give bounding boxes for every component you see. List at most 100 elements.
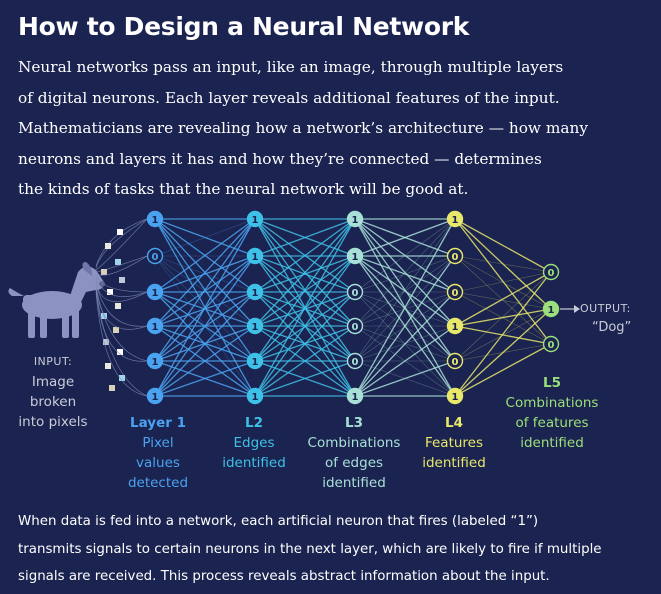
pixel-squares [95,218,148,397]
neuron-value: 0 [152,252,159,263]
neuron-circle [246,352,264,370]
input-desc-line: Image [31,374,75,390]
neuron-node: 1 [146,352,164,370]
neuron-value: 0 [352,322,359,333]
output-arrow [560,305,580,313]
neuron-value: 1 [352,215,359,226]
layer-desc-line: identified [422,455,486,471]
connection-line [154,218,256,327]
connection-line [254,255,356,397]
neuron-node: 0 [346,317,364,335]
neuron-circle [146,387,164,405]
connection-line [454,271,552,327]
pixel-square [105,363,111,369]
pixel-path [95,275,148,293]
pixel-square [101,269,107,275]
connection-line [354,255,456,327]
neuron-node: 1 [146,210,164,228]
neuron-value: 0 [352,357,359,368]
connection-line [354,218,456,362]
neuron-node: 0 [146,247,164,265]
neuron-circle [446,247,464,265]
connection-line [254,291,356,397]
neuron-value: 1 [152,215,159,226]
connection-line [354,291,456,327]
connection-line [454,218,552,273]
neuron-node: 1 [446,317,464,335]
connection-line [254,255,356,293]
neuron-circle [146,283,164,301]
connection-line [354,255,456,397]
neuron-circle [446,317,464,335]
neuron-value: 1 [152,392,159,403]
connection-line [354,218,456,397]
neuron-circle [346,387,364,405]
neuron-value: 0 [548,340,555,351]
neuron-node: 0 [542,263,560,281]
neuron-circle [246,317,264,335]
neuron-circle [246,247,264,265]
intro-paragraph: Neural networks pass an input, like an i… [18,52,658,205]
connection-line [354,218,456,327]
pixel-path [95,218,148,267]
pixel-square [117,229,123,235]
neuron-node: 1 [146,317,164,335]
layer-desc-line: Combinations [505,395,599,411]
neuron-node: 1 [542,300,560,318]
neuron-node: 1 [346,210,364,228]
pixel-square [117,349,123,355]
layer-name: L4 [445,415,463,431]
pixel-path [95,277,148,298]
intro-line: of digital neurons. Each layer reveals a… [18,88,560,107]
neuron-node: 1 [146,283,164,301]
connection-line [254,325,356,397]
dog-icon [8,262,105,338]
neuron-value: 1 [252,322,259,333]
connection-line [354,218,456,293]
layer-desc-line: identified [322,475,386,491]
connection-line [454,218,552,345]
neuron-circle [346,317,364,335]
neuron-value: 1 [452,392,459,403]
neuron-node: 1 [146,387,164,405]
connection-line [454,343,552,397]
neuron-circle [446,387,464,405]
neuron-circle [542,263,560,281]
input-label: INPUT: Image broken into pixels [14,352,92,432]
layer-1-label: Layer 1 Pixel values detected [116,413,200,493]
neuron-node: 1 [446,387,464,405]
layer-name: L3 [345,415,363,431]
pixel-square [105,243,111,249]
pixel-path [95,291,148,397]
connection-line [154,325,256,397]
neuron-value: 0 [452,357,459,368]
caption-paragraph: When data is fed into a network, each ar… [18,508,658,591]
input-heading: INPUT: [33,355,73,368]
connection-line [354,255,456,293]
connection-line [454,291,552,310]
layer-desc-line: identified [222,455,286,471]
layer-2-label: L2 Edges identified [212,413,296,473]
connection-line [354,218,456,257]
pixel-square [119,277,125,283]
connection-line [454,308,552,397]
neuron-circle [246,283,264,301]
connection-line [154,218,256,293]
connection-line [354,218,456,327]
layer-desc-line: identified [520,435,584,451]
pixel-path [95,218,148,269]
pixel-square [103,339,109,345]
connection-line [254,218,356,327]
pixel-path [95,287,148,362]
input-desc-line: broken [29,394,77,410]
layer-4-label: L4 Features identified [412,413,496,473]
connections [154,218,552,397]
neuron-value: 1 [352,252,359,263]
layer-desc-line: Combinations [307,435,401,451]
connection-line [154,218,256,257]
neuron-circle [542,300,560,318]
pixel-path [95,285,148,362]
neuron-value: 1 [548,305,555,316]
intro-line: Mathematicians are revealing how a netwo… [18,119,589,137]
